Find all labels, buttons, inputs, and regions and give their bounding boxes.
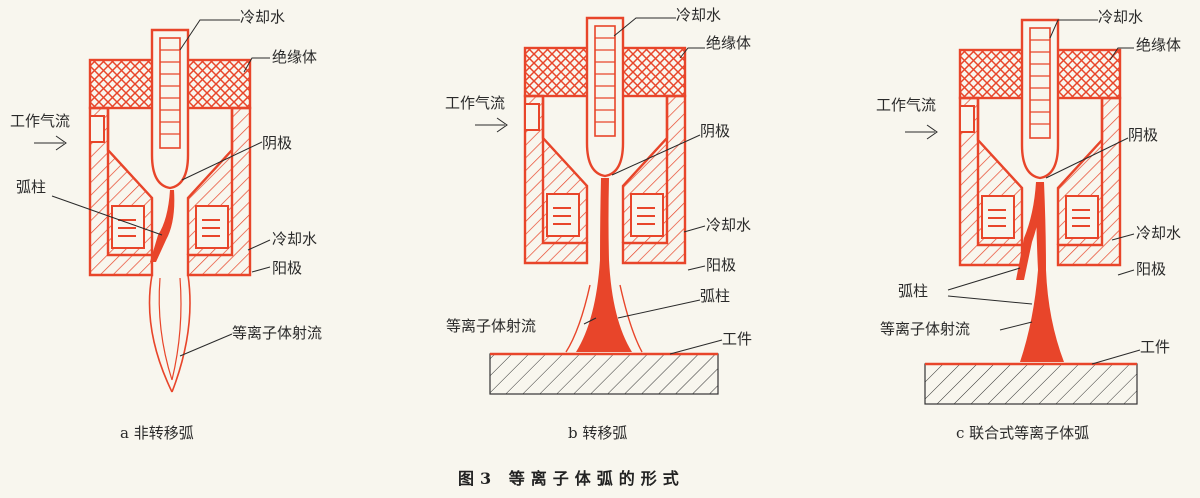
label-arc-column-c: 弧柱 bbox=[898, 282, 928, 300]
arc-column-a bbox=[150, 190, 175, 262]
caption-a: a 非转移弧 bbox=[120, 424, 194, 442]
label-anode-c: 阳极 bbox=[1136, 260, 1166, 278]
label-workpiece-c: 工件 bbox=[1140, 338, 1170, 356]
label-cathode-a: 阴极 bbox=[262, 134, 292, 152]
label-coolant-top-b: 冷却水 bbox=[676, 6, 721, 24]
torch-diagram-c: 冷却水 绝缘体 工作气流 阴极 冷却水 阳极 弧柱 等离子体射流 工件 c 联合… bbox=[876, 8, 1181, 442]
arc-column-nozzle-c bbox=[1016, 182, 1042, 280]
label-plasma-jet-b: 等离子体射流 bbox=[446, 317, 536, 335]
label-insulator-a: 绝缘体 bbox=[272, 48, 317, 66]
torch-diagram-a: 冷却水 绝缘体 工作气流 阴极 弧柱 冷却水 阳极 等离子体射流 a 非转移弧 bbox=[10, 8, 322, 442]
arc-column-work-c bbox=[1020, 182, 1064, 362]
label-arc-column-a: 弧柱 bbox=[16, 178, 46, 196]
label-coolant-top-c: 冷却水 bbox=[1098, 8, 1143, 26]
workpiece-c bbox=[924, 363, 1138, 405]
label-coolant-side-b: 冷却水 bbox=[706, 216, 751, 234]
label-cathode-c: 阴极 bbox=[1128, 126, 1158, 144]
label-anode-a: 阳极 bbox=[272, 259, 302, 277]
label-insulator-c: 绝缘体 bbox=[1136, 36, 1181, 54]
label-workpiece-b: 工件 bbox=[722, 330, 752, 348]
label-arc-column-b: 弧柱 bbox=[700, 287, 730, 305]
caption-b: b 转移弧 bbox=[568, 424, 627, 442]
label-coolant-side-c: 冷却水 bbox=[1136, 224, 1181, 242]
label-gas-flow-c: 工作气流 bbox=[876, 96, 936, 114]
label-gas-flow-a: 工作气流 bbox=[10, 112, 70, 130]
label-plasma-jet-a: 等离子体射流 bbox=[232, 324, 322, 342]
gas-flow-arrow-icon bbox=[475, 117, 508, 133]
gas-flow-arrow-icon bbox=[34, 135, 67, 151]
label-insulator-b: 绝缘体 bbox=[706, 34, 751, 52]
label-anode-b: 阳极 bbox=[706, 256, 736, 274]
label-gas-flow-b: 工作气流 bbox=[445, 94, 505, 112]
workpiece-b bbox=[489, 353, 719, 395]
figure-title: 图3 等离子体弧的形式 bbox=[458, 469, 685, 488]
caption-c: c 联合式等离子体弧 bbox=[956, 424, 1089, 442]
label-coolant-side-a: 冷却水 bbox=[272, 230, 317, 248]
label-plasma-jet-c: 等离子体射流 bbox=[880, 320, 970, 338]
label-cathode-b: 阴极 bbox=[700, 122, 730, 140]
transferred-arc-b bbox=[576, 178, 632, 352]
gas-flow-arrow-icon bbox=[905, 124, 938, 140]
torch-diagram-b: 冷却水 绝缘体 工作气流 阴极 冷却水 阳极 弧柱 等离子体射流 工件 b 转移… bbox=[445, 6, 752, 442]
label-coolant-top-a: 冷却水 bbox=[240, 8, 285, 26]
